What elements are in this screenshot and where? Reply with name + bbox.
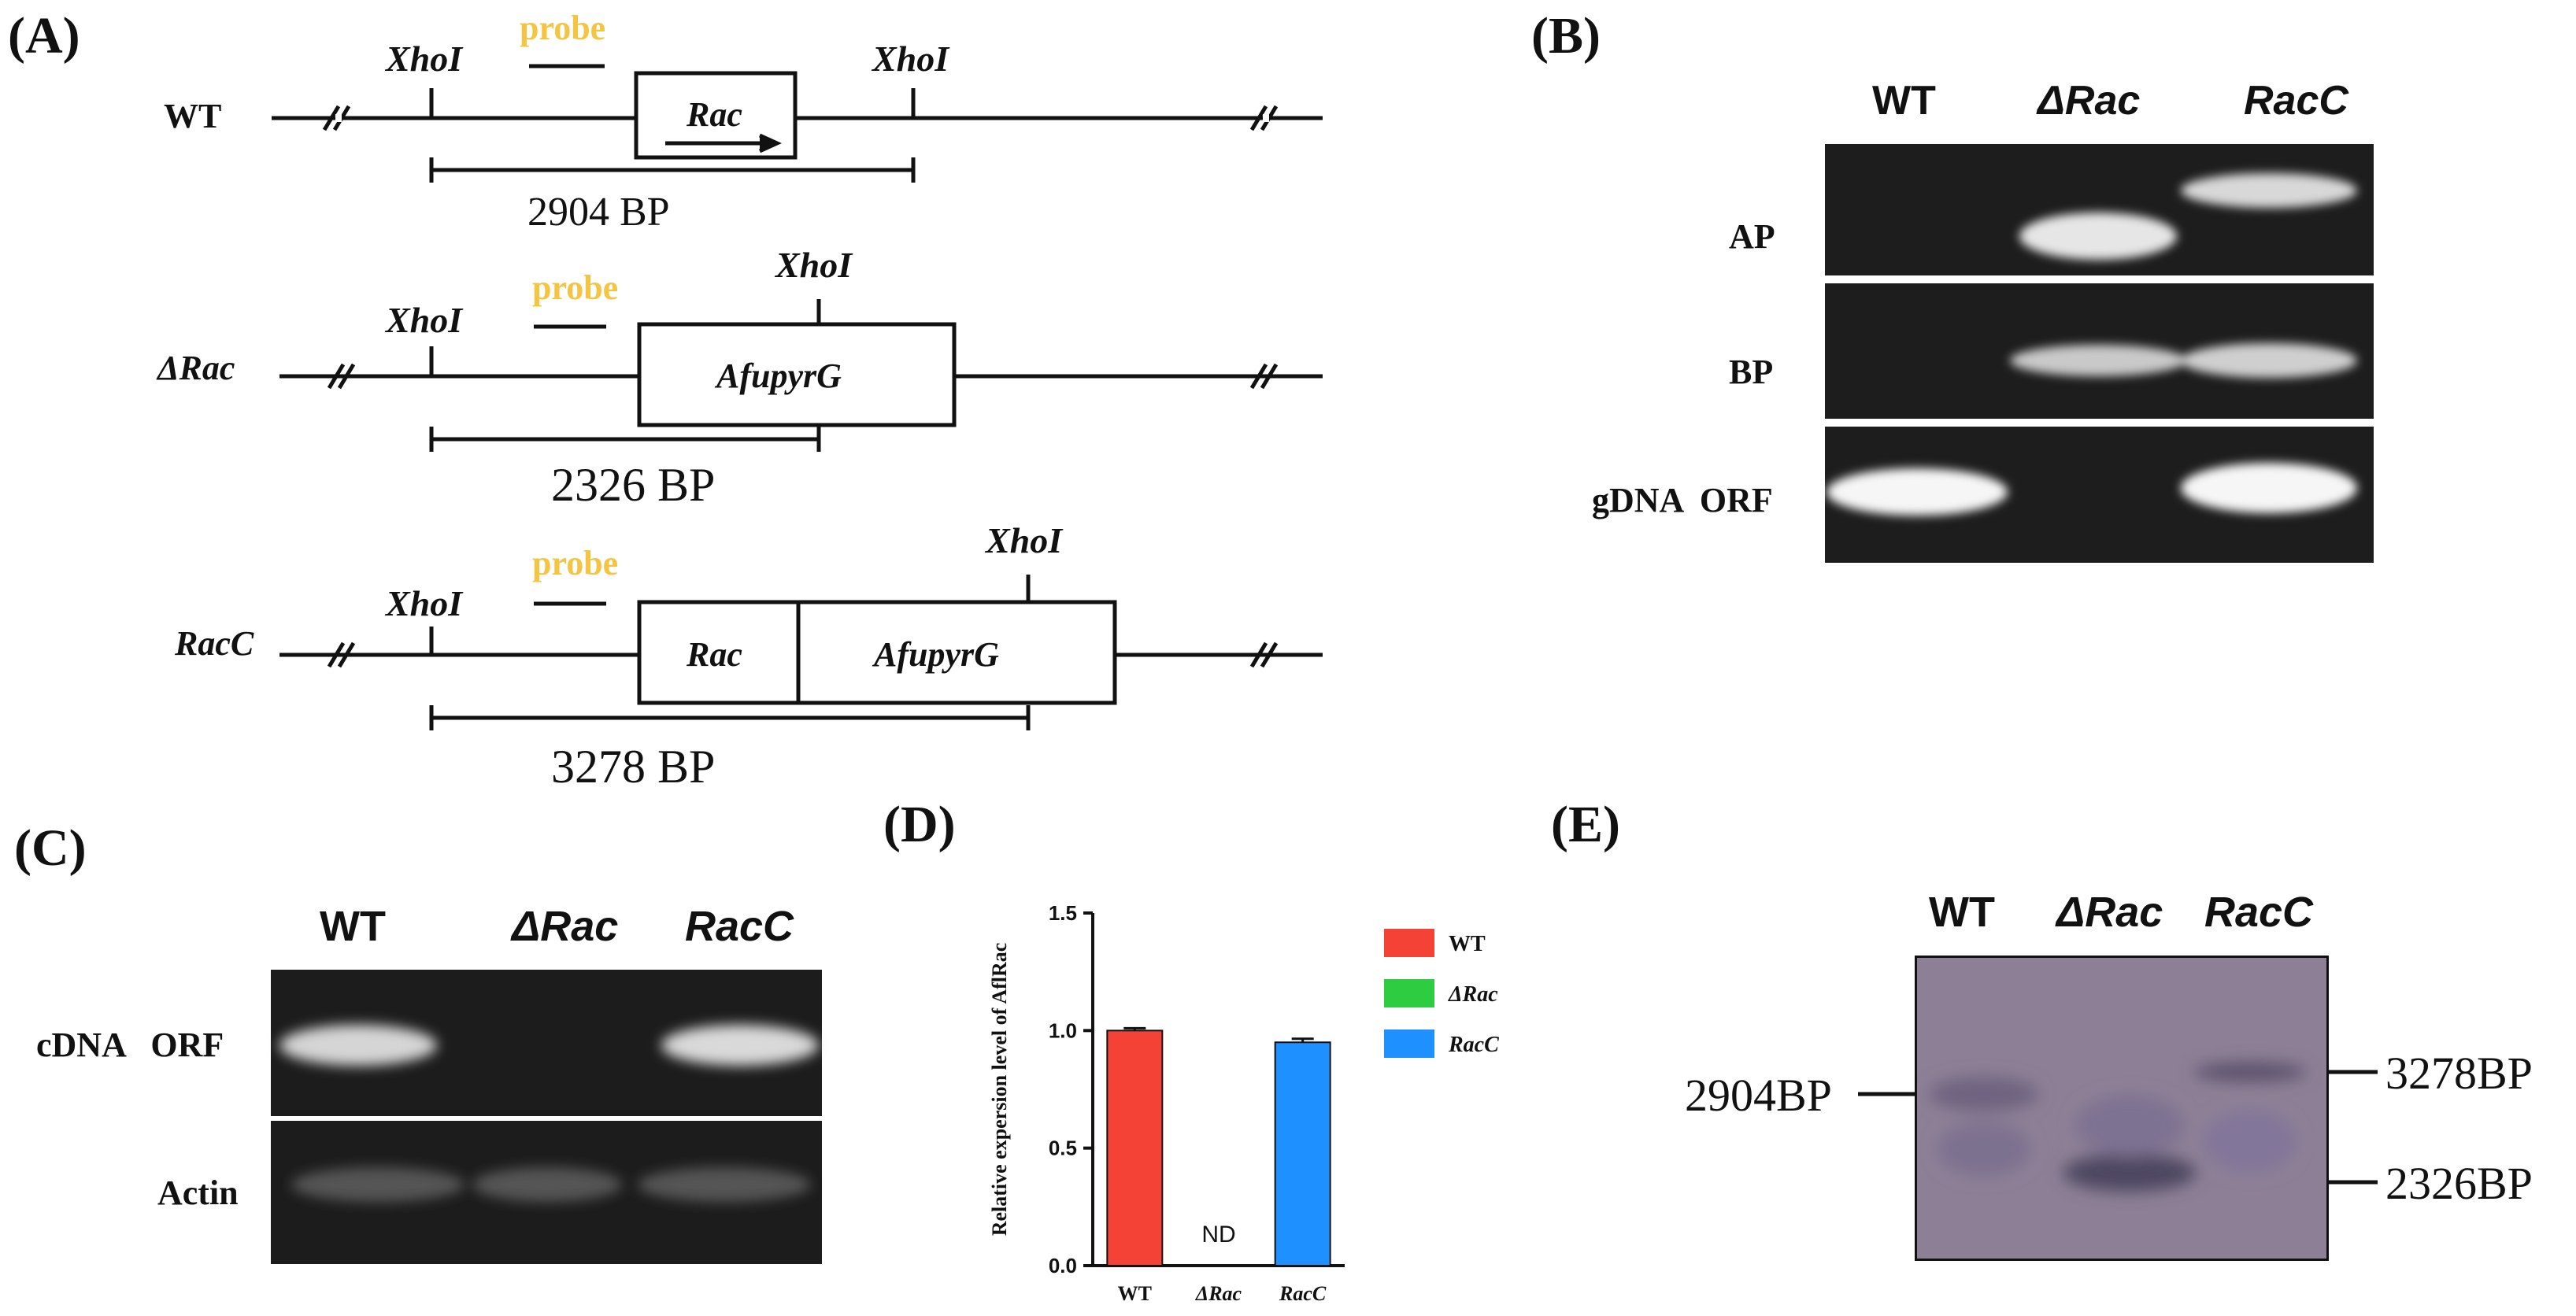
c-row-orf: cDNA ORF (36, 1026, 224, 1064)
e-band-wt (1929, 1077, 2039, 1111)
e-lane-racc: RacC (2204, 889, 2314, 936)
c-lane-wt: WT (320, 903, 386, 950)
c-band-orf-racc (661, 1025, 819, 1066)
b-band-bp-drac (2010, 345, 2186, 376)
d-ytick-label-3: 1.5 (1049, 901, 1077, 925)
d-ylabel: Relative expersion level of AflRac (988, 943, 1011, 1237)
c-lane-racc: RacC (685, 903, 794, 950)
d-ytick-label-0: 0.0 (1049, 1254, 1077, 1277)
b-row-orf: gDNA ORF (1592, 481, 1773, 519)
c-row-actin: Actin (157, 1174, 239, 1212)
drac-xhoi-right: XhoI (775, 245, 853, 285)
b-band-orf-wt (1827, 468, 2008, 516)
d-legend-swatch-2 (1384, 1030, 1434, 1058)
c-band-actin-drac (472, 1167, 622, 1202)
drac-row-label: ΔRac (157, 349, 235, 387)
b-row-bp: BP (1729, 353, 1774, 391)
e-band-drac (2063, 1154, 2197, 1192)
drac-probe-label: probe (532, 268, 619, 307)
panel-label-a: (A) (8, 7, 80, 65)
d-ytick-label-1: 0.5 (1049, 1137, 1077, 1160)
racc-row-label: RacC (175, 624, 254, 663)
b-band-bp-racc (2181, 343, 2357, 378)
c-lane-drac: ΔRac (512, 903, 619, 950)
b-band-ap-drac (2019, 213, 2177, 260)
d-legend-label-0: WT (1449, 932, 1486, 956)
b-row-ap: AP (1729, 217, 1775, 256)
racc-size-label: 3278 BP (551, 741, 716, 793)
e-marker-left: 2904BP (1685, 1070, 1832, 1121)
racc-probe-label: probe (532, 544, 619, 582)
b-lane-wt: WT (1872, 78, 1936, 124)
drac-size-label: 2326 BP (551, 459, 716, 511)
d-legend-swatch-0 (1384, 929, 1434, 957)
wt-rac-label: Rac (687, 95, 742, 134)
d-legend-label-2: RacC (1448, 1033, 1499, 1057)
e-lane-wt: WT (1929, 889, 1995, 936)
c-band-actin-wt (291, 1167, 464, 1202)
b-band-ap-racc (2181, 173, 2357, 208)
b-lane-drac: ΔRac (2037, 78, 2141, 124)
drac-afupyrg-label: AfupyrG (716, 357, 842, 395)
racc-xhoi-left: XhoI (386, 583, 463, 623)
racc-afupyrg-label: AfupyrG (874, 635, 999, 674)
b-lane-racc: RacC (2244, 78, 2348, 124)
wt-probe-label: probe (520, 9, 606, 47)
e-lane-drac: ΔRac (2056, 889, 2163, 936)
drac-xhoi-left: XhoI (386, 300, 463, 340)
c-band-orf-wt (279, 1025, 437, 1066)
racc-afupyrg-box (796, 600, 1117, 705)
wt-row-label: WT (164, 97, 222, 135)
wt-xhoi-right: XhoI (872, 39, 949, 79)
d-xtick-label-1: ΔRac (1195, 1282, 1242, 1305)
d-legend-label-1: ΔRac (1448, 982, 1498, 1007)
wt-rac-box (634, 71, 798, 160)
panel-label-e: (E) (1551, 796, 1620, 853)
b-band-orf-racc (2181, 463, 2357, 513)
wt-size-label: 2904 BP (527, 190, 670, 235)
d-ytick-label-2: 1.0 (1049, 1018, 1077, 1042)
panel-label-c: (C) (14, 819, 87, 877)
e-marker-right-top: 3278BP (2385, 1048, 2533, 1099)
racc-rac-label: Rac (687, 635, 742, 674)
d-xtick-label-2: RacC (1279, 1282, 1327, 1305)
c-band-actin-racc (638, 1167, 811, 1202)
d-legend-swatch-1 (1384, 979, 1434, 1007)
e-marker-right-bottom: 2326BP (2385, 1158, 2533, 1209)
racc-xhoi-right: XhoI (986, 520, 1063, 560)
d-annotation-0: ND (1201, 1222, 1235, 1248)
d-xtick-label-0: WT (1118, 1282, 1152, 1305)
d-bar-0 (1106, 1030, 1164, 1267)
e-band-racc (2193, 1063, 2307, 1081)
panel-label-d: (D) (883, 796, 956, 853)
wt-xhoi-left: XhoI (386, 39, 463, 79)
panel-label-b: (B) (1531, 7, 1601, 65)
